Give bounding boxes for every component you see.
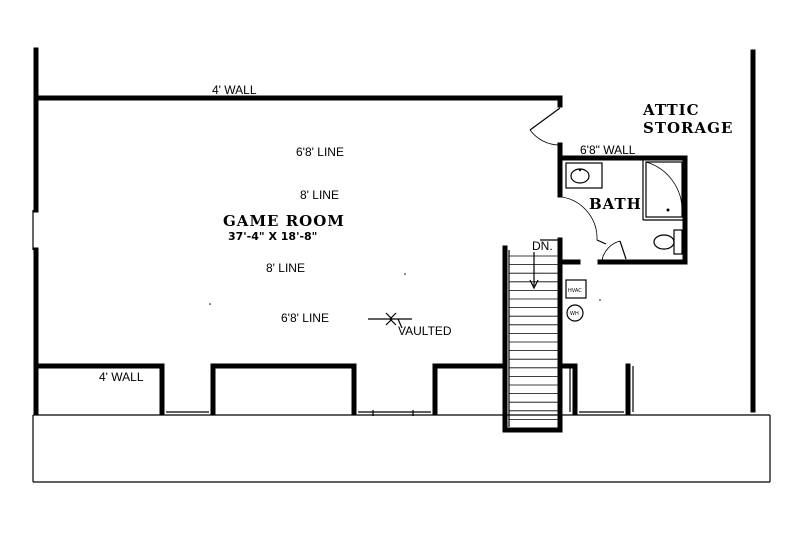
toilet-icon xyxy=(653,229,683,255)
bath-label: BATH xyxy=(589,195,642,213)
stair-down-label: DN. xyxy=(532,239,553,253)
ceiling-line-6-8-top: 6'8' LINE xyxy=(296,145,344,159)
bath-door-icon xyxy=(561,196,627,261)
outer-boundary xyxy=(32,414,771,483)
game-room-label: GAME ROOM xyxy=(223,212,345,230)
dormer-windows xyxy=(166,366,634,416)
hvac-unit-icon: HVAC xyxy=(565,279,587,299)
staircase xyxy=(502,239,563,433)
game-room-dimensions: 37'-4" X 18'-8" xyxy=(228,230,317,243)
bottom-wall xyxy=(33,363,631,415)
vaulted-marker-icon xyxy=(368,312,412,329)
hvac-label: HVAC xyxy=(568,288,582,294)
top-wall xyxy=(33,95,563,108)
top-wall-label: 4' WALL xyxy=(212,83,257,97)
ceiling-line-8-top: 8' LINE xyxy=(300,188,339,202)
bath-walls xyxy=(557,142,688,265)
door-swing-icon xyxy=(529,107,561,146)
bath-wall-label: 6'8" WALL xyxy=(580,143,636,157)
attic-storage-label-2: STORAGE xyxy=(643,119,733,137)
bottom-wall-label: 4' WALL xyxy=(99,370,144,384)
ceiling-line-6-8-bottom: 6'8' LINE xyxy=(281,311,329,325)
ceiling-marks xyxy=(209,273,601,305)
stair-arrow-icon xyxy=(529,252,539,290)
vaulted-label: VAULTED xyxy=(398,324,452,338)
sink-icon xyxy=(565,162,603,189)
shower-icon xyxy=(645,161,683,218)
attic-storage-label-1: ATTIC xyxy=(642,101,700,119)
left-wall xyxy=(32,47,39,415)
water-heater-icon: WH xyxy=(566,304,584,322)
ceiling-line-8-bottom: 8' LINE xyxy=(266,261,305,275)
wh-label: WH xyxy=(570,311,579,317)
